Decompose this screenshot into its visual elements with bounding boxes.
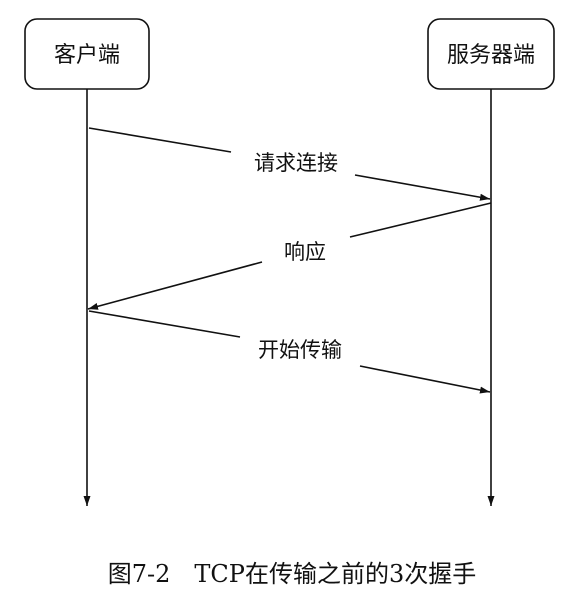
actor-client-label: 客户端 xyxy=(54,43,120,68)
message-request-line-start xyxy=(88,127,232,153)
message-response-line-end xyxy=(87,261,263,310)
message-start-transfer: 开始传输 xyxy=(88,310,491,394)
message-request-label: 请求连接 xyxy=(254,151,338,175)
actor-client: 客户端 xyxy=(24,18,150,90)
message-response: 响应 xyxy=(87,202,492,310)
message-request-connection: 请求连接 xyxy=(88,127,491,201)
figure-caption: 图7-2 TCP在传输之前的3次握手 xyxy=(108,560,476,588)
actor-server-label: 服务器端 xyxy=(447,43,535,68)
message-request-line-end xyxy=(354,174,491,201)
message-transfer-line-end xyxy=(359,365,491,394)
message-response-line-start xyxy=(349,202,492,238)
message-transfer-label: 开始传输 xyxy=(258,338,342,362)
actor-server: 服务器端 xyxy=(427,18,555,90)
message-transfer-line-start xyxy=(88,310,241,338)
message-response-label: 响应 xyxy=(284,240,326,264)
